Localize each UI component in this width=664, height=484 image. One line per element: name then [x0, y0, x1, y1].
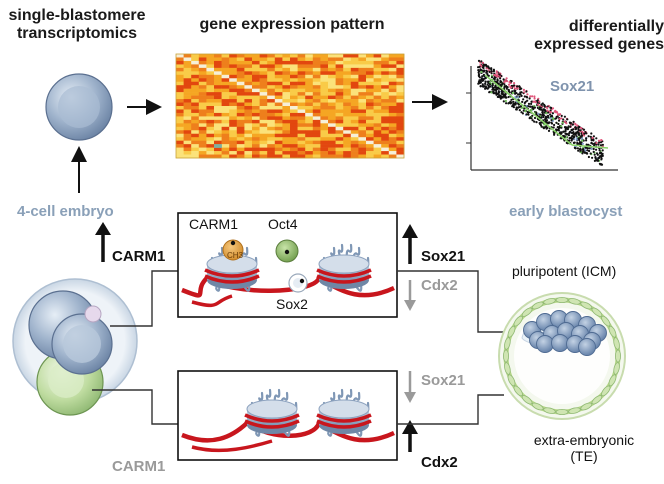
gene-expression-heatmap: [175, 53, 405, 159]
upper-cdx2-label: Cdx2: [421, 277, 458, 294]
connector-to-icm: [397, 270, 504, 333]
sox2-protein: [288, 273, 308, 293]
oct4-protein: [275, 239, 299, 263]
lower-chromatin: [181, 388, 395, 453]
title-left-line2: transcriptomics: [16, 25, 138, 43]
sox2-protein-label: Sox2: [276, 296, 308, 312]
fate-te-label: extra-embryonic (TE): [509, 432, 659, 464]
carm1-protein: [222, 239, 244, 261]
title-right-line2: expressed genes: [534, 36, 664, 54]
fate-te-line1: extra-embryonic: [533, 432, 635, 448]
title-left-line1: single-blastomere: [8, 7, 146, 24]
scatter-highlight-label: Sox21: [550, 78, 595, 95]
upper-sox21-label: Sox21: [421, 248, 466, 265]
title-left: single-blastomere transcriptomics: [6, 7, 148, 44]
stage-label-blastocyst: early blastocyst: [509, 203, 623, 220]
title-center: gene expression pattern: [199, 16, 385, 33]
lower-sox21-label: Sox21: [421, 372, 466, 389]
title-right-line1: differentially: [568, 18, 664, 35]
oct4-protein-label: Oct4: [268, 216, 298, 232]
title-right: differentially expressed genes: [494, 18, 664, 55]
connector-upper: [110, 270, 178, 327]
early-blastocyst: [498, 292, 626, 420]
blastomere-cell: [45, 73, 113, 141]
stage-label-4-cell: 4-cell embryo: [17, 203, 114, 220]
expression-scatter-plot: [466, 59, 618, 171]
fate-icm-label: pluripotent (ICM): [512, 263, 617, 279]
upper-chromatin: [181, 243, 395, 308]
ch3-label: CH3: [227, 251, 244, 260]
carm1-lower-label: CARM1: [112, 458, 166, 475]
fate-te-line2: (TE): [570, 448, 598, 465]
connector-lower: [92, 389, 178, 425]
four-cell-embryo: [12, 278, 138, 416]
carm1-protein-label: CARM1: [189, 216, 239, 232]
lower-cdx2-label: Cdx2: [421, 454, 458, 471]
connector-to-te: [397, 394, 504, 425]
carm1-up-label: CARM1: [112, 248, 166, 265]
